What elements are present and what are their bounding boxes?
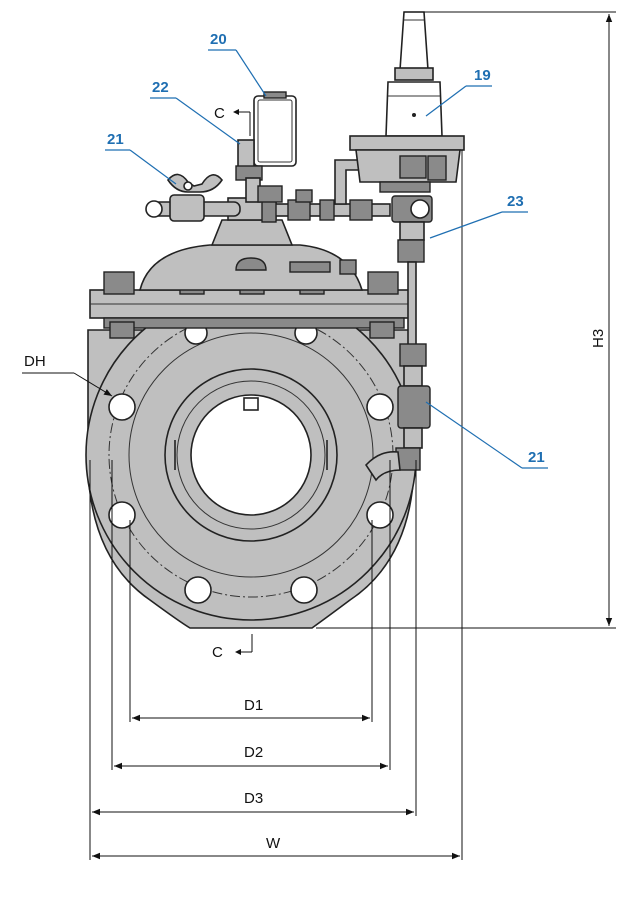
dim-label-w: W xyxy=(266,835,281,852)
valve-body xyxy=(85,289,417,629)
callout-23: 23 xyxy=(507,193,524,210)
section-label-bottom: C xyxy=(212,644,223,661)
needle-valve xyxy=(391,195,433,353)
side-strainer xyxy=(364,343,431,482)
dim-label-d3: D3 xyxy=(244,790,263,807)
callout-leaders xyxy=(105,49,548,469)
dim-label-d2: D2 xyxy=(244,744,263,761)
dim-label-dh: DH xyxy=(24,353,46,370)
callout-22: 22 xyxy=(152,79,169,96)
dim-label-d1: D1 xyxy=(244,697,263,714)
pilot-manifold xyxy=(145,159,391,223)
pilot-regulator xyxy=(349,11,465,193)
ball-valve-left xyxy=(167,173,223,222)
bore-inner xyxy=(190,394,312,516)
section-mark-top xyxy=(233,109,251,136)
dim-label-h3: H3 xyxy=(590,329,607,348)
callout-21-left: 21 xyxy=(107,131,124,148)
bonnet xyxy=(89,197,415,339)
callout-20: 20 xyxy=(210,31,227,48)
section-mark-bottom xyxy=(235,634,253,655)
callout-21-right: 21 xyxy=(528,449,545,466)
pressure-gauge xyxy=(235,91,297,203)
callout-19: 19 xyxy=(474,67,491,84)
dimension-lines xyxy=(22,11,616,860)
section-label-top: C xyxy=(214,105,225,122)
